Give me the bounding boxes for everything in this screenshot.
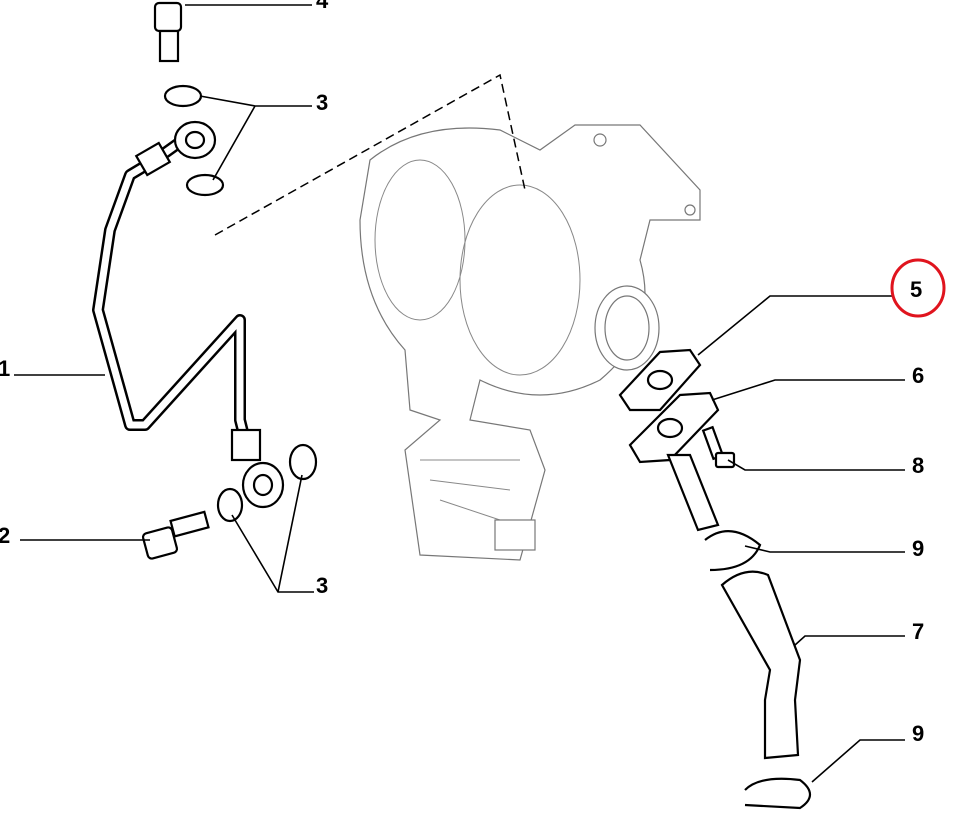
- callout-5: 5: [910, 277, 922, 302]
- leader-lines: [14, 4, 905, 783]
- washer: [163, 84, 203, 108]
- highlight-circle: [890, 258, 946, 318]
- washer: [288, 443, 318, 481]
- callout-4: 4: [316, 0, 329, 13]
- oil-return-pipe: [666, 453, 720, 532]
- callout-6: 6: [912, 363, 924, 388]
- hose-clamp: [704, 530, 762, 572]
- callout-2: 2: [0, 523, 10, 548]
- banjo-bolt-top: [153, 1, 183, 63]
- callout-9-top: 9: [912, 536, 924, 561]
- hose-clamp: [744, 777, 812, 810]
- callout-3-bottom: 3: [316, 573, 328, 598]
- washer: [216, 487, 244, 523]
- washer: [185, 173, 225, 197]
- flange-bolt: [701, 425, 736, 469]
- callout-8: 8: [912, 453, 924, 478]
- callout-7: 7: [912, 619, 924, 644]
- callout-9-bottom: 9: [912, 721, 924, 746]
- callout-3-top: 3: [316, 90, 328, 115]
- turbocharger-assembly: [359, 124, 701, 561]
- callout-1: 1: [0, 356, 10, 381]
- assembly-dashed-line: [214, 73, 526, 236]
- oil-feed-pipe: [92, 120, 285, 509]
- banjo-bolt-bottom: [141, 510, 210, 560]
- rubber-hose: [720, 570, 802, 760]
